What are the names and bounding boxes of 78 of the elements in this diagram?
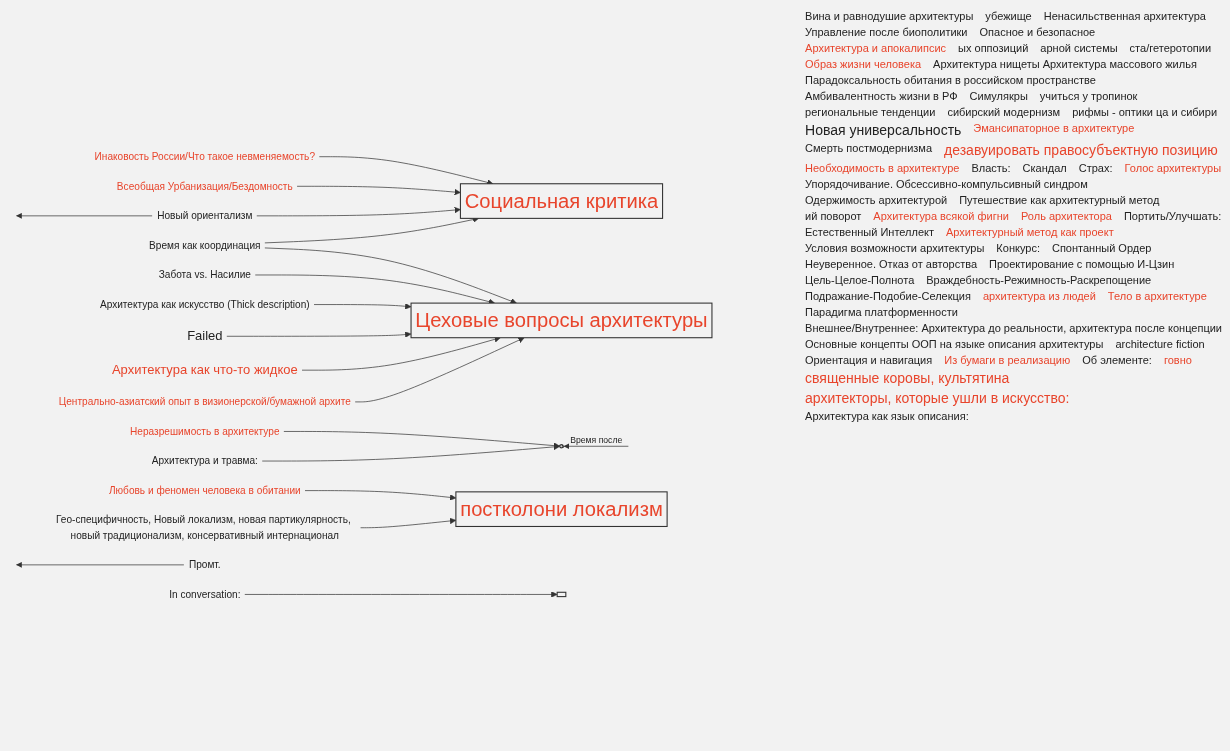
note-text: Центрально-азиатский опыт в визионерской/бумажной архите bbox=[58, 395, 351, 408]
note-text: Архитектура нищеты Архитектура массового жилья bbox=[933, 58, 1197, 70]
note-text: Парадигма платформенности bbox=[805, 306, 958, 318]
note-text: Вина и равнодушие архитектуры bbox=[805, 10, 974, 22]
note-text: дезавуировать правосубъектную позицию bbox=[944, 142, 1218, 158]
note-text: Failed bbox=[187, 328, 223, 344]
note-text: Промт. bbox=[188, 558, 221, 571]
note-text: architecture fiction bbox=[1115, 338, 1205, 350]
note-text: Неразрешимость в архитектуре bbox=[130, 425, 280, 437]
note-text: сибирский модернизм bbox=[947, 106, 1061, 118]
note-text: Портить/Улучшать: bbox=[1123, 210, 1222, 222]
note-text: Архитектура как язык описания: bbox=[805, 410, 969, 422]
note-text: Скандал bbox=[1022, 162, 1067, 174]
note-text: Упорядочивание. Обсессивно-компульсивный синдром bbox=[805, 178, 1088, 190]
note-text: архитектура из людей bbox=[982, 290, 1096, 302]
note-text: арной системы bbox=[1040, 42, 1118, 54]
note-text: Архитектура и апокалипсис bbox=[805, 42, 947, 54]
empty-shape bbox=[556, 591, 567, 598]
note-text: Враждебность-Режимность-Раскрепощение bbox=[926, 274, 1152, 286]
note-text: Об элементе: bbox=[1082, 354, 1152, 366]
note-text: Любовь и феномен человека в обитании bbox=[108, 484, 301, 496]
note-text: священные коровы, культятина bbox=[805, 370, 1010, 386]
note-text: Основные концепты ООП на языке описания архитектуры bbox=[805, 338, 1104, 350]
note-text: учиться у тропинок bbox=[1039, 90, 1138, 102]
note-text: Новая универсальность bbox=[805, 122, 962, 138]
note-text: Одержимость архитектурой bbox=[805, 194, 948, 206]
note-text: Управление после биополитики bbox=[805, 26, 968, 38]
topic-box: постколони локализм bbox=[455, 491, 668, 527]
note-text: In conversation: bbox=[169, 588, 241, 600]
note-text: Из бумаги в реализацию bbox=[944, 354, 1071, 366]
note-text: Опасное и безопасное bbox=[979, 26, 1096, 38]
note-text: Архитектура и травма: bbox=[151, 454, 258, 467]
note-text: рифмы - оптики ца и сибири bbox=[1072, 106, 1218, 118]
note-text: Симулякры bbox=[969, 90, 1028, 102]
note-text: Гео-специфичность, Новый локализм, новая партикулярность, новый традиционализм, консервативный интернационал bbox=[56, 513, 351, 541]
note-text: региональные тенденции bbox=[805, 106, 936, 118]
empty-shape bbox=[559, 444, 564, 449]
note-text: Смерть постмодернизма bbox=[805, 142, 933, 156]
note-text: Конкурс: bbox=[996, 242, 1040, 254]
note-text: Амбивалентность жизни в РФ bbox=[805, 90, 958, 102]
note-text: Парадоксальность обитания в российском пространстве bbox=[805, 74, 1096, 86]
note-text: Эмансипаторное в архитектуре bbox=[973, 122, 1135, 136]
note-text: говно bbox=[1163, 354, 1192, 366]
note-text: Внешнее/Внутреннее: Архитектура до реальности, архитектура после концепции bbox=[805, 322, 1222, 334]
note-text: ий поворот bbox=[805, 210, 862, 222]
note-text: Новый ориентализм bbox=[157, 209, 253, 222]
note-text: ста/гетеротопии bbox=[1129, 42, 1212, 54]
note-text: архитекторы, которые ушли в искусство: bbox=[805, 390, 1070, 406]
note-text: Роль архитектора bbox=[1021, 210, 1112, 222]
note-text: Ориентация и навигация bbox=[805, 354, 933, 366]
edge-label: Время после bbox=[570, 434, 623, 445]
topic-box: Цеховые вопросы архитектуры bbox=[410, 302, 713, 339]
note-text: Проектирование с помощью И-Цзин bbox=[989, 258, 1175, 270]
note-text: Всеобщая Урбанизация/Бездомность bbox=[116, 180, 293, 192]
note-text: убежище bbox=[985, 10, 1032, 22]
note-text: Ненасильственная архитектура bbox=[1043, 10, 1206, 22]
note-text: Путешествие как архитектурный метод bbox=[959, 194, 1160, 206]
topic-box: Социальная критика bbox=[459, 183, 664, 219]
note-text: ых оппозиций bbox=[958, 42, 1029, 54]
note-text: Архитектура всякой фигни bbox=[873, 210, 1009, 222]
note-text: Время как координация bbox=[149, 239, 261, 251]
note-text: Инаковость России/Что такое невменяемость? bbox=[94, 150, 315, 163]
note-text: Страх: bbox=[1078, 162, 1113, 174]
note-text: Спонтанный Ордер bbox=[1051, 242, 1152, 254]
note-text: Образ жизни человека bbox=[805, 58, 922, 70]
note-text: Забота vs. Насилие bbox=[158, 268, 251, 281]
note-text: Цель-Целое-Полнота bbox=[805, 274, 915, 286]
note-text: Архитектура как что-то жидкое bbox=[111, 362, 298, 377]
note-text: Условия возможности архитектуры bbox=[805, 242, 985, 254]
note-text: Естественный Интеллект bbox=[805, 226, 934, 238]
note-text: Архитектура как искусство (Thick description) bbox=[99, 298, 310, 310]
note-text: Необходимость в архитектуре bbox=[805, 162, 960, 174]
note-text: Тело в архитектуре bbox=[1107, 290, 1207, 302]
note-text: Неуверенное. Отказ от авторства bbox=[805, 258, 977, 270]
note-text: Подражание-Подобие-Селекция bbox=[805, 290, 971, 302]
note-text: Власть: bbox=[971, 162, 1011, 174]
note-text: Голос архитектуры bbox=[1124, 162, 1222, 174]
note-text: Архитектурный метод как проект bbox=[946, 226, 1114, 238]
